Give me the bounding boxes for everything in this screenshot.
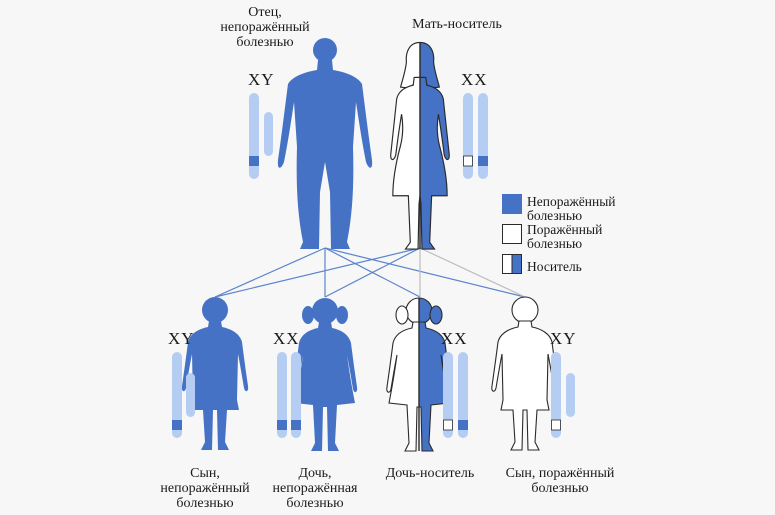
line-mother-daughter: [324, 247, 421, 298]
connection-lines: [214, 247, 526, 298]
line-father-son: [214, 247, 326, 298]
son-unaffected-chromosome-label: XY: [168, 329, 195, 348]
mother-label: Мать-носитель: [412, 17, 502, 32]
son-affected-chromosomes: [551, 352, 575, 438]
mother-figure: [390, 41, 450, 250]
father-chromosomes: [249, 93, 273, 179]
legend-label-unaffected: Непоражённый болезнью: [527, 194, 616, 223]
line-father-affected-son: [324, 247, 526, 298]
legend-label-affected: Поражённый болезнью: [527, 222, 603, 251]
daughter-carrier-chromosome-label: XX: [441, 329, 468, 348]
son-affected-chromosome-label: XY: [550, 329, 577, 348]
daughter-carrier-chromosomes: [443, 352, 468, 438]
mother-chromosomes: [463, 93, 488, 179]
son-unaffected-chromosomes: [172, 352, 195, 438]
legend-swatches: [502, 194, 522, 274]
legend-label-carrier: Носитель: [527, 259, 582, 274]
daughter-unaffected-chromosomes: [277, 352, 301, 438]
son-affected-label: Сын, поражённый болезнью: [505, 466, 615, 496]
daughter-unaffected-chromosome-label: XX: [273, 329, 300, 348]
legend-swatch-affected: [502, 224, 522, 244]
legend-swatch-carrier: [502, 254, 522, 274]
line-mother-affected-son: [419, 247, 526, 298]
mother-chromosome-label: XX: [461, 70, 488, 89]
daughter-carrier-figure: [386, 297, 452, 452]
father-label: Отец, непоражённый болезнью: [220, 5, 310, 50]
father-figure: [277, 38, 373, 249]
daughter-unaffected-label: Дочь, непоражённая болезнью: [272, 466, 358, 511]
legend-swatch-unaffected: [502, 194, 522, 214]
son-unaffected-label: Сын, непоражённый болезнью: [160, 466, 250, 511]
son-affected-figure: [491, 296, 559, 451]
line-mother-son: [214, 247, 421, 298]
daughter-carrier-label: Дочь-носитель: [385, 466, 475, 481]
father-chromosome-label: XY: [248, 70, 275, 89]
daughter-unaffected-figure: [292, 298, 358, 451]
